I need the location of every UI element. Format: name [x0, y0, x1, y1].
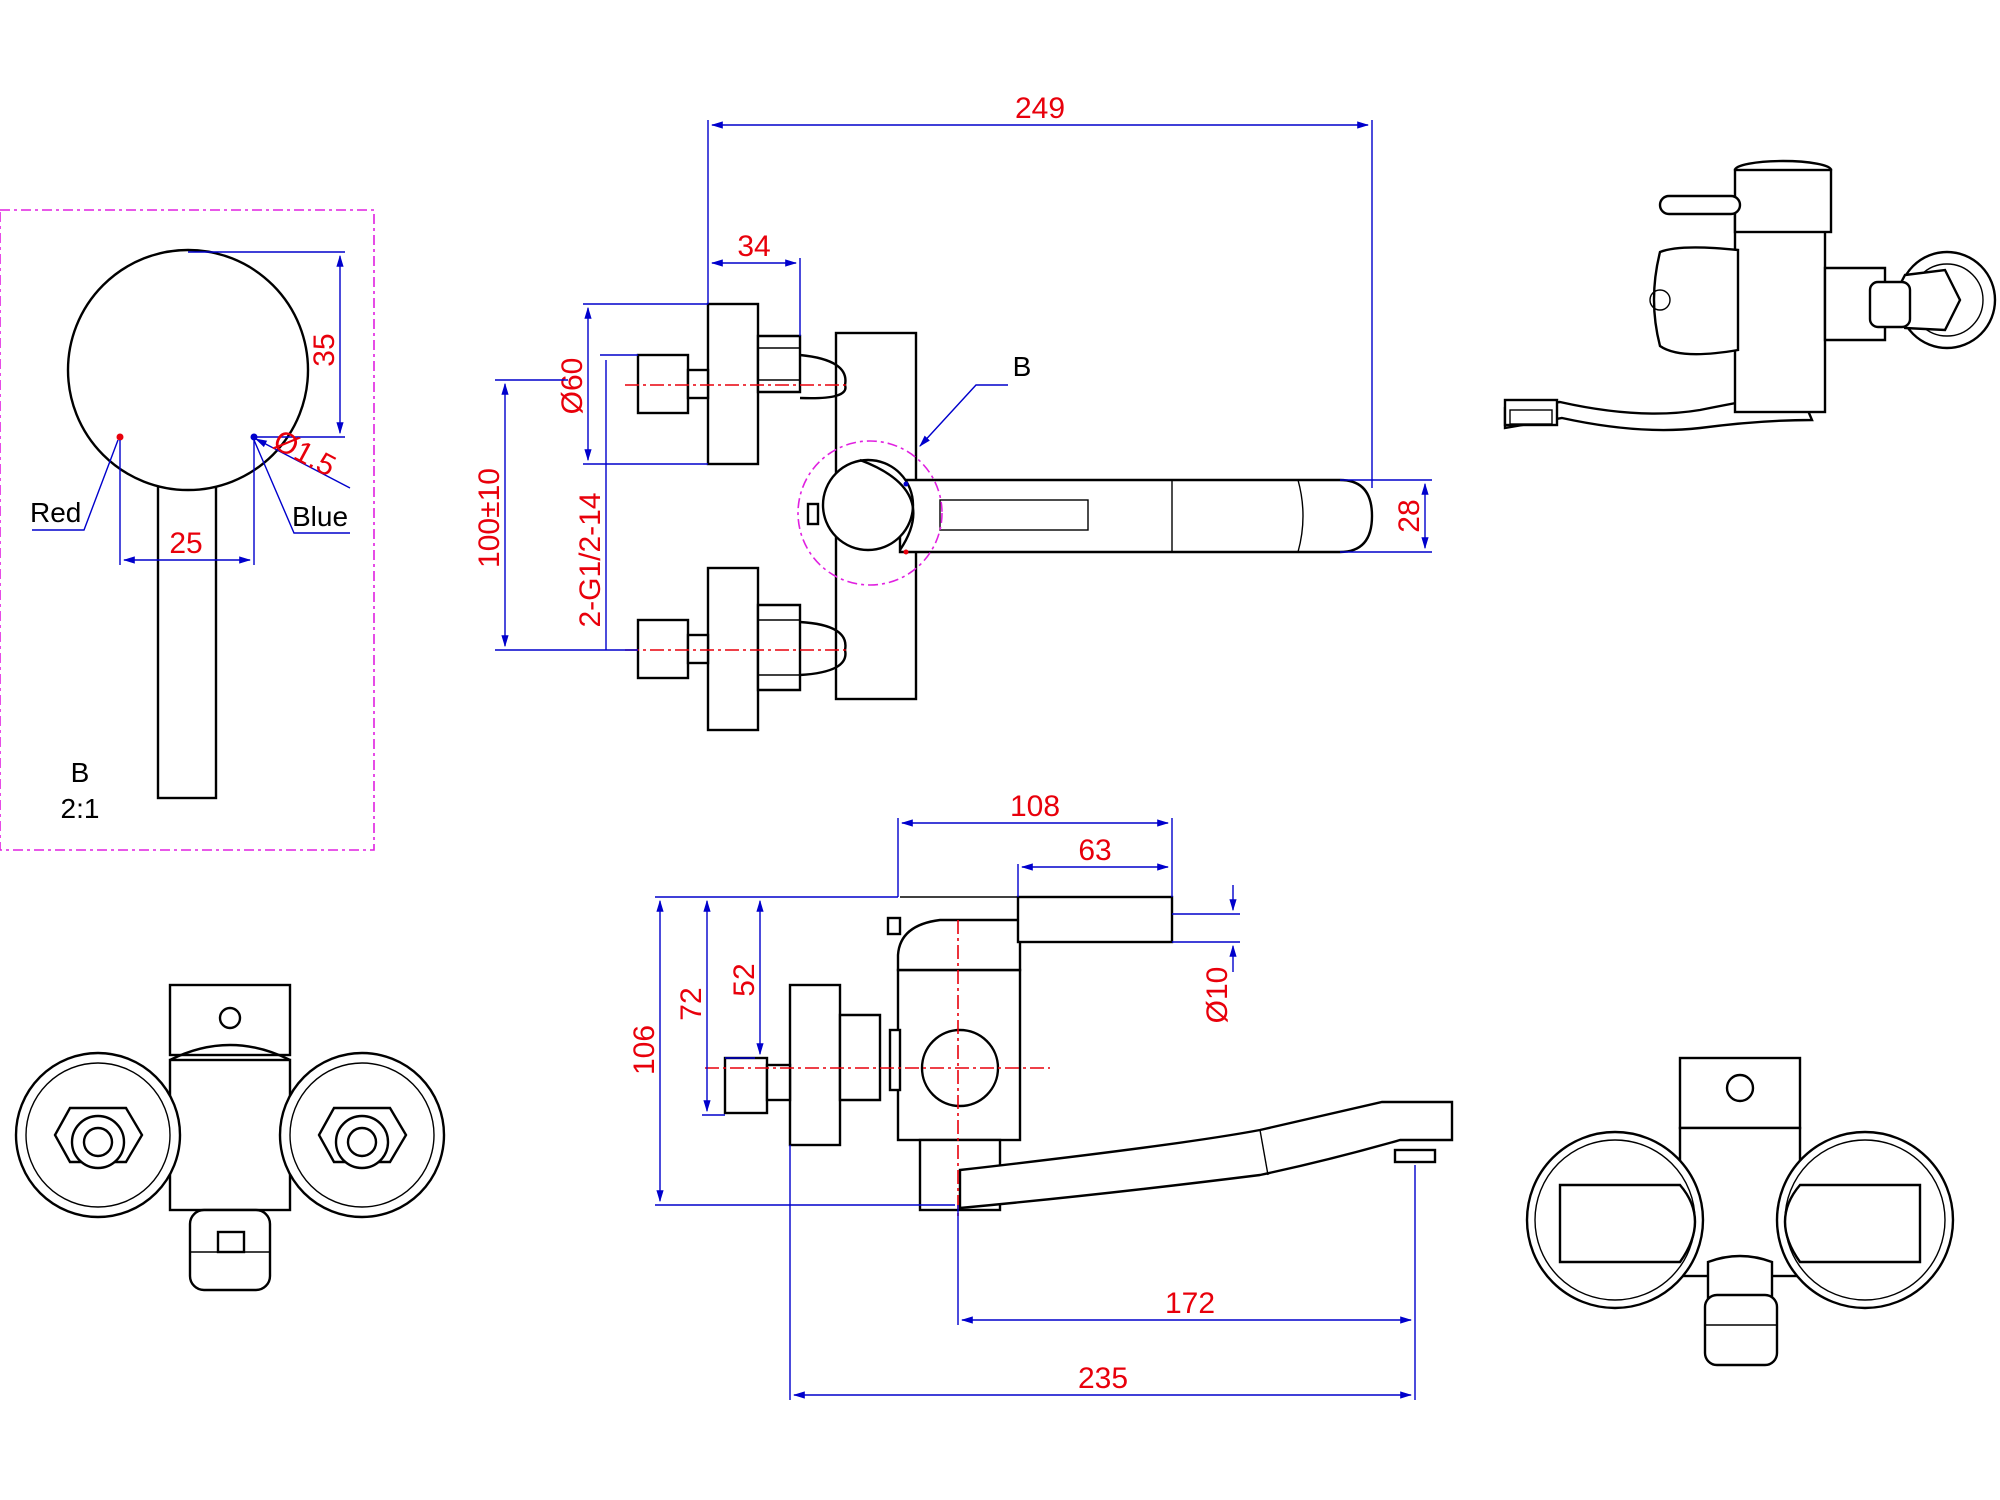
callout-b: B: [1013, 351, 1032, 382]
detail-frame: [0, 209, 375, 851]
detail-b-circle: [797, 440, 943, 586]
handle-cap: [66, 248, 310, 492]
dim-34: 34: [737, 230, 770, 263]
dim-63: 63: [1078, 834, 1111, 867]
top-view-right: [1525, 1056, 1955, 1367]
dim-52: 52: [728, 963, 761, 996]
dim-28: 28: [1393, 499, 1426, 532]
iso-body: [1733, 210, 1827, 414]
dim-60: Ø60: [556, 358, 589, 415]
dim-hole: Ø1.5: [268, 424, 341, 484]
dim-thread: 2-G1/2-14: [574, 492, 607, 627]
side-spout: [958, 1100, 1454, 1210]
red-dot: [116, 433, 124, 441]
iso-spout: [1503, 390, 1814, 432]
rear-body: [168, 1058, 292, 1212]
dim-72: 72: [675, 987, 708, 1020]
detail-ref: B: [71, 757, 90, 788]
dim-235: 235: [1078, 1362, 1128, 1395]
dim-108: 108: [1010, 790, 1060, 823]
rear-view-left: [14, 983, 446, 1292]
dim-249: 249: [1015, 92, 1065, 125]
dim-172: 172: [1165, 1287, 1215, 1320]
dim-106: 106: [628, 1025, 661, 1075]
detail-scale: 2:1: [61, 793, 100, 824]
dim-10: Ø10: [1201, 967, 1234, 1024]
dim-100: 100±10: [473, 468, 506, 568]
handle-body: [821, 458, 915, 552]
lower-flange: [706, 566, 760, 732]
iso-left-flange: [1649, 289, 1671, 311]
red-label: Red: [30, 497, 81, 528]
iso-lever: [1658, 194, 1742, 216]
side-lever: [1016, 895, 1174, 944]
dim-25: 25: [169, 527, 202, 560]
front-view: 249 34 Ø60 2-G1/2-14 100±10 28 B: [473, 92, 1432, 732]
side-wall-flange: [788, 983, 842, 1147]
dim-35: 35: [308, 333, 341, 366]
side-view: 108 63 Ø10 106 72 52 172 235: [628, 790, 1454, 1400]
detail-b-view: 35 25 Ø1.5 Red Blue B 2:1: [0, 209, 375, 851]
blue-label: Blue: [292, 501, 348, 532]
iso-view: [1503, 159, 1997, 432]
upper-flange: [706, 302, 760, 466]
